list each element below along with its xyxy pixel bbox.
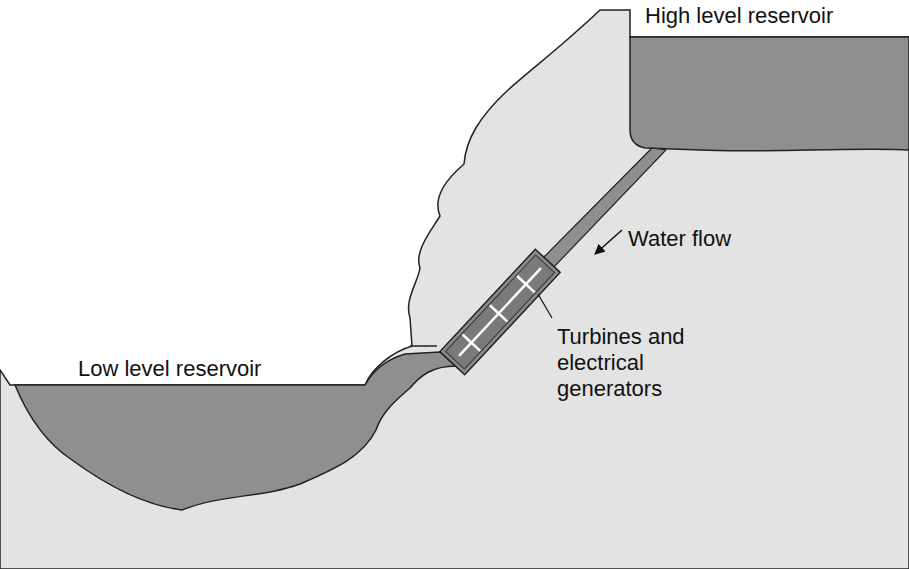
leader-line <box>538 294 552 318</box>
flow-arrow <box>595 230 622 254</box>
component-label: Turbines and electrical generators <box>557 324 727 402</box>
reservoir-label: High level reservoir <box>645 3 905 29</box>
turbine-housing <box>440 249 560 375</box>
flow-label: Water flow <box>628 226 828 252</box>
low-reservoir-water <box>15 352 456 510</box>
reservoir-label: Low level reservoir <box>78 356 358 382</box>
high-reservoir-water <box>630 37 909 151</box>
hill-edge <box>410 345 437 347</box>
ground <box>0 10 909 569</box>
